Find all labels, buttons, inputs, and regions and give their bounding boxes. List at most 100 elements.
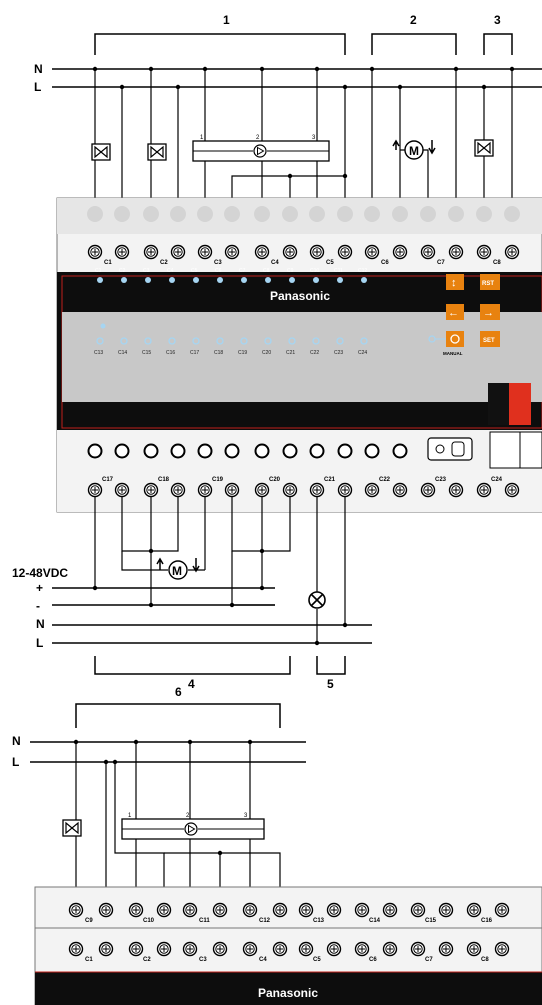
set-button[interactable]: SET <box>480 331 500 347</box>
valve-icon <box>474 139 494 157</box>
group-brackets-middle <box>94 656 346 675</box>
svg-text:C15: C15 <box>142 350 151 356</box>
wires-middle <box>94 496 346 643</box>
svg-text:C19: C19 <box>212 477 224 483</box>
svg-text:↕: ↕ <box>451 277 457 289</box>
mains-lines-top <box>52 68 542 88</box>
svg-text:MANUAL: MANUAL <box>443 351 463 356</box>
valve-icon <box>91 143 111 161</box>
svg-text:C13: C13 <box>94 350 103 356</box>
svg-text:C1: C1 <box>85 957 93 963</box>
svg-text:C6: C6 <box>369 957 377 963</box>
neutral-label-top: N <box>34 62 43 76</box>
svg-text:C23: C23 <box>334 350 343 356</box>
svg-text:C7: C7 <box>239 268 246 274</box>
svg-text:C10: C10 <box>143 918 155 924</box>
svg-text:M: M <box>172 564 182 578</box>
svg-text:C1: C1 <box>104 260 112 266</box>
svg-text:C24: C24 <box>491 477 503 483</box>
svg-text:C2: C2 <box>143 957 151 963</box>
svg-text:C7: C7 <box>437 260 445 266</box>
up-down-button[interactable]: ↕ <box>446 274 464 290</box>
svg-text:M: M <box>409 144 419 158</box>
svg-text:C3: C3 <box>199 957 207 963</box>
blind-controller-bottom: 1 2 3 <box>121 813 265 840</box>
svg-text:C12: C12 <box>259 918 271 924</box>
lower-button-row <box>87 443 408 459</box>
svg-text:C7: C7 <box>425 957 433 963</box>
svg-text:C8: C8 <box>481 957 489 963</box>
svg-text:3: 3 <box>312 135 316 141</box>
svg-text:C22: C22 <box>310 350 319 356</box>
actuator-top: C1 C2 C3 C4 C5 C6 C7 C8 Panasonic C1 C2 <box>56 197 542 513</box>
svg-text:C21: C21 <box>286 350 295 356</box>
svg-text:C2: C2 <box>119 268 126 274</box>
group-label-1: 1 <box>223 13 230 27</box>
group-label-4: 4 <box>188 677 195 691</box>
svg-text:1: 1 <box>200 135 204 141</box>
lamp-icon <box>308 591 326 609</box>
svg-text:C4: C4 <box>167 268 174 274</box>
neutral-label-bottom: N <box>12 734 21 748</box>
svg-text:C20: C20 <box>262 350 271 356</box>
live-label-bottom: L <box>12 755 19 769</box>
svg-text:C14: C14 <box>118 350 127 356</box>
svg-text:C16: C16 <box>166 350 175 356</box>
valve-icon <box>147 143 167 161</box>
group-label-5: 5 <box>327 677 334 691</box>
svg-text:C8: C8 <box>263 268 270 274</box>
svg-text:C22: C22 <box>379 477 391 483</box>
manual-button[interactable]: MANUAL <box>428 331 464 356</box>
svg-text:C12: C12 <box>358 268 367 274</box>
motor-icon: M <box>392 139 436 160</box>
svg-text:C13: C13 <box>313 918 325 924</box>
svg-text:C10: C10 <box>310 268 319 274</box>
svg-text:C9: C9 <box>287 268 294 274</box>
supply-lines-middle <box>52 587 372 644</box>
svg-text:1: 1 <box>128 813 132 819</box>
svg-text:C2: C2 <box>160 260 168 266</box>
live-label-mid: L <box>36 636 43 650</box>
brand-logo-bottom: Panasonic <box>258 986 318 1000</box>
svg-text:SET: SET <box>483 338 495 344</box>
svg-text:C17: C17 <box>102 477 114 483</box>
live-label-top: L <box>34 80 41 94</box>
svg-text:2: 2 <box>256 135 260 141</box>
minus-label: - <box>36 599 40 613</box>
right-button[interactable]: → <box>480 304 500 320</box>
svg-text:C24: C24 <box>358 350 367 356</box>
svg-text:RST: RST <box>482 281 494 287</box>
svg-text:C1: C1 <box>95 268 102 274</box>
reset-button[interactable]: RST <box>480 274 500 290</box>
svg-text:C5: C5 <box>313 957 321 963</box>
plus-label: + <box>36 581 43 595</box>
svg-text:2: 2 <box>186 813 190 819</box>
group-label-6: 6 <box>175 685 182 699</box>
group-label-3: 3 <box>494 13 501 27</box>
led-row-1: C1 C2 C3 C4 C5 C6 C7 C8 C9 C10 C11 C12 <box>95 268 367 283</box>
svg-text:C17: C17 <box>190 350 199 356</box>
group-bracket-6 <box>75 703 281 728</box>
svg-text:C8: C8 <box>493 260 501 266</box>
left-button[interactable]: ← <box>446 304 464 320</box>
brand-logo: Panasonic <box>270 289 330 303</box>
svg-text:C15: C15 <box>425 918 437 924</box>
led-row-2: C13 C14 C15 C16 C17 C18 C19 C20 C21 C22 … <box>94 337 368 356</box>
svg-text:C14: C14 <box>369 918 381 924</box>
svg-text:C3: C3 <box>214 260 222 266</box>
svg-text:C11: C11 <box>334 268 343 274</box>
svg-text:←: ← <box>448 307 459 319</box>
group-brackets-top <box>94 33 513 55</box>
neutral-label-mid: N <box>36 617 45 631</box>
svg-text:C3: C3 <box>143 268 150 274</box>
svg-text:C21: C21 <box>324 477 336 483</box>
svg-text:C11: C11 <box>199 918 210 924</box>
svg-text:C5: C5 <box>191 268 198 274</box>
svg-text:C5: C5 <box>326 260 334 266</box>
svg-text:3: 3 <box>244 813 248 819</box>
svg-text:C6: C6 <box>215 268 222 274</box>
svg-text:C20: C20 <box>269 477 281 483</box>
actuator-bottom: C9 C10 C11 C12 C13 C14 C15 C16 C1 C2 C3 … <box>34 886 542 1005</box>
svg-text:C4: C4 <box>259 957 267 963</box>
